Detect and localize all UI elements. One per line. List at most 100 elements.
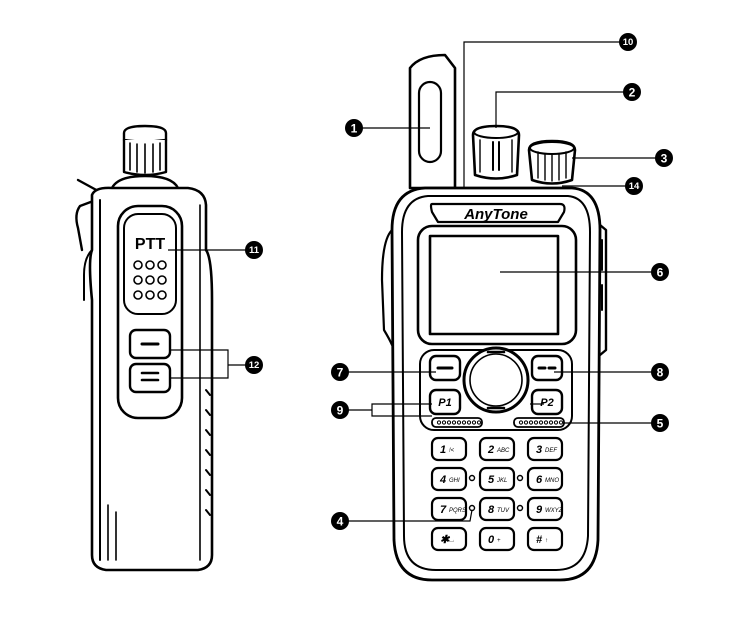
- keypad-key-number: 0: [488, 534, 495, 546]
- grill-dot: [476, 420, 482, 425]
- keypad-key[interactable]: [430, 496, 468, 522]
- side-key-lower[interactable]: [128, 362, 172, 394]
- front-view: [380, 53, 608, 582]
- keypad-key-number: 3: [536, 444, 542, 456]
- callout-number: 11: [249, 245, 260, 256]
- keypad-key[interactable]: [430, 466, 468, 492]
- keypad-key-letters: +: [497, 538, 501, 544]
- keypad-key-number: ✱: [440, 534, 451, 546]
- keypad-key[interactable]: [526, 526, 564, 552]
- callout-number: 6: [657, 266, 664, 280]
- callout-badge: [623, 83, 641, 101]
- p1-key[interactable]: [428, 388, 462, 416]
- callout-badge: [345, 119, 363, 137]
- nav-ring[interactable]: [462, 346, 530, 414]
- callout-badge: [245, 356, 263, 374]
- callout-number: 9: [337, 404, 344, 418]
- grill-dot: [533, 420, 539, 425]
- keypad-key-letters: TUV: [497, 508, 510, 514]
- display-screen: [428, 234, 560, 336]
- callout-9: 9: [331, 401, 349, 419]
- callout-badge: [331, 363, 349, 381]
- menu-key-right[interactable]: [530, 354, 564, 382]
- keypad-key[interactable]: [526, 466, 564, 492]
- callout-number: 10: [623, 37, 634, 48]
- keypad-key-letters: ↑: [545, 538, 548, 544]
- grill-dot: [466, 420, 472, 425]
- callout-badge: [625, 177, 643, 195]
- grill-dot: [446, 420, 452, 425]
- callout-number: 3: [661, 152, 668, 166]
- callout-badge: [245, 241, 263, 259]
- grill-dot: [451, 420, 457, 425]
- callout-2: 2: [623, 83, 641, 101]
- callout-badge: [651, 263, 669, 281]
- callout-number: 2: [629, 86, 636, 100]
- grill-dot: [518, 420, 524, 425]
- callout-3: 3: [655, 149, 673, 167]
- callout-badge: [651, 363, 669, 381]
- keypad-key-number: 2: [487, 444, 494, 456]
- callout-lines: [168, 41, 660, 522]
- keypad-key[interactable]: [526, 496, 564, 522]
- callout-6: 6: [651, 263, 669, 281]
- grill-dot: [441, 420, 447, 425]
- mic-hole-4: [516, 504, 524, 512]
- callout-badge: [331, 401, 349, 419]
- callout-badge: [331, 512, 349, 530]
- callout-5: 5: [651, 414, 669, 432]
- callout-10: 10: [619, 33, 637, 51]
- brand-logo: AnyTone: [463, 206, 528, 223]
- keypad-key[interactable]: [478, 436, 516, 462]
- keypad-key-number: 8: [488, 504, 495, 516]
- keypad-key-number: 6: [536, 474, 543, 486]
- keypad-key-number: 1: [440, 444, 446, 456]
- p1-label: P1: [438, 397, 451, 409]
- p2-key[interactable]: [530, 388, 564, 416]
- callout-number: 5: [657, 417, 664, 431]
- grill-dot: [436, 420, 442, 425]
- side-knob: [122, 124, 168, 177]
- keypad-key-letters: !<: [449, 448, 455, 454]
- grill-dot: [543, 420, 549, 425]
- callout-12: 12: [245, 356, 263, 374]
- grill-dot: [461, 420, 467, 425]
- callout-number: 1: [351, 122, 358, 136]
- ptt-dots: [133, 260, 167, 300]
- mic-hole-1: [468, 474, 476, 482]
- grill-dot: [553, 420, 559, 425]
- callout-14: 14: [625, 177, 643, 195]
- keypad-key-number: 5: [488, 474, 495, 486]
- keypad-key-number: 7: [440, 504, 447, 516]
- callout-1: 1: [345, 119, 363, 137]
- keypad-key-letters: DEF: [545, 448, 557, 454]
- mic-hole-2: [516, 474, 524, 482]
- keypad-key[interactable]: [478, 496, 516, 522]
- keypad-key-letters: WXYZ: [545, 508, 563, 514]
- callout-7: 7: [331, 363, 349, 381]
- keypad-key[interactable]: [430, 526, 468, 552]
- callout-number: 12: [249, 360, 260, 371]
- channel-knob: [471, 124, 521, 180]
- keypad-key-letters: ABC: [496, 448, 510, 454]
- ptt-label: PTT: [135, 236, 165, 253]
- keypad-key[interactable]: [478, 466, 516, 492]
- grill-dot: [456, 420, 462, 425]
- antenna: [408, 53, 457, 190]
- keypad-key-letters: MNO: [545, 478, 559, 484]
- keypad-key-letters: JKL: [496, 478, 507, 484]
- keypad-key[interactable]: [478, 526, 516, 552]
- volume-knob: [527, 139, 577, 185]
- keypad-key-number: #: [536, 534, 543, 546]
- keypad-key-number: 9: [536, 504, 543, 516]
- callout-number: 4: [337, 515, 344, 529]
- belt-clip: [75, 178, 102, 252]
- callout-number: 14: [629, 181, 640, 192]
- keypad-key[interactable]: [526, 436, 564, 462]
- keypad-key[interactable]: [430, 436, 468, 462]
- header-bar: [429, 202, 566, 224]
- grill-dot: [558, 420, 564, 425]
- side-top-cap: [110, 174, 180, 190]
